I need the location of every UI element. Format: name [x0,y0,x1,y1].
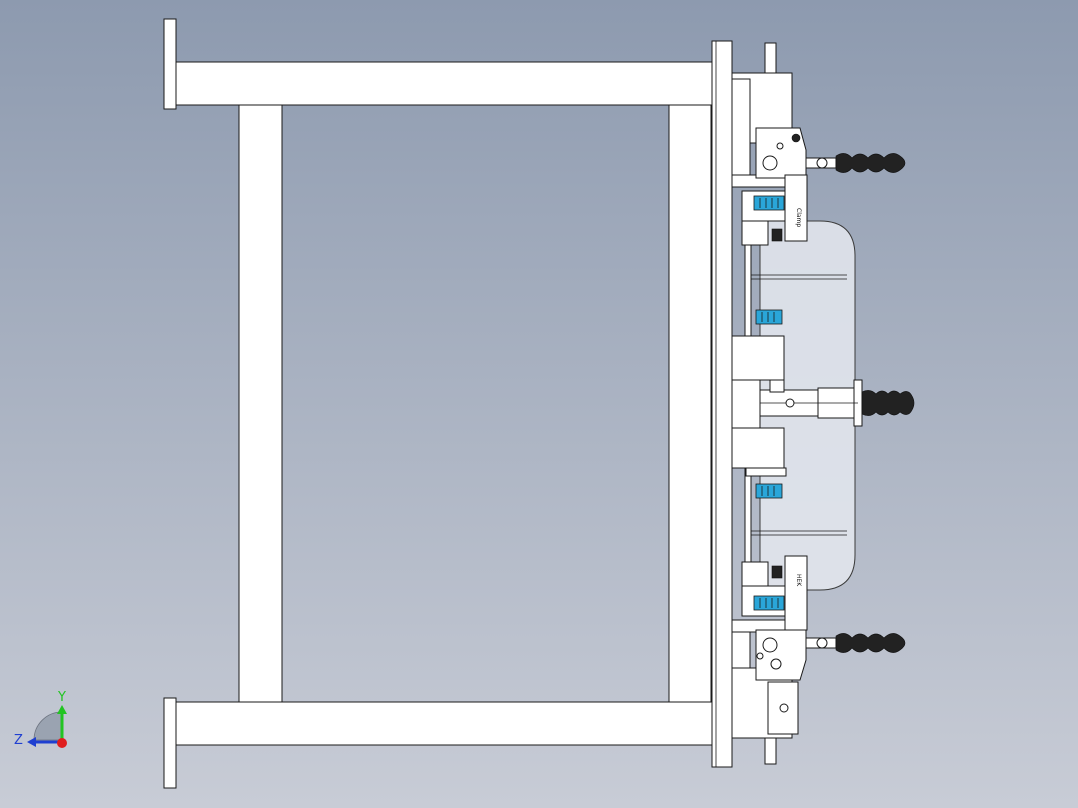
pad-mid-upper [755,309,783,325]
toggle-clamp-top[interactable]: Clamp [755,127,906,242]
left-post [238,104,283,703]
z-axis-label: Z [14,733,23,748]
base-frame [163,18,733,789]
triad-arc [33,711,63,741]
bottom-beam [175,701,715,746]
pad-bottom [753,595,785,611]
right-post [668,104,712,703]
middle-clamp-handle[interactable] [861,390,915,416]
top-clamp-handle[interactable] [835,153,906,173]
y-axis-arrowhead [57,705,67,714]
toggle-clamp-middle[interactable] [759,379,915,427]
orientation-triad[interactable]: Y Z [14,690,67,748]
pad-mid-lower [755,483,783,499]
z-axis-arrowhead [27,737,36,747]
clamp-mark-bottom: HEK [795,574,802,587]
clamp-mark-top: Clamp [795,208,802,227]
top-left-flange [163,18,177,110]
toggle-clamp-bottom[interactable]: HEK [755,555,906,681]
pad-top [753,195,785,211]
blue-locating-pads [753,195,785,611]
top-locating-rod [764,42,777,76]
bottom-left-flange [163,697,177,789]
y-axis-label: Y [57,690,66,705]
bottom-clamp-handle[interactable] [835,633,906,653]
mounting-plate [711,40,733,768]
x-axis-dot [57,738,67,748]
top-beam [175,61,715,106]
